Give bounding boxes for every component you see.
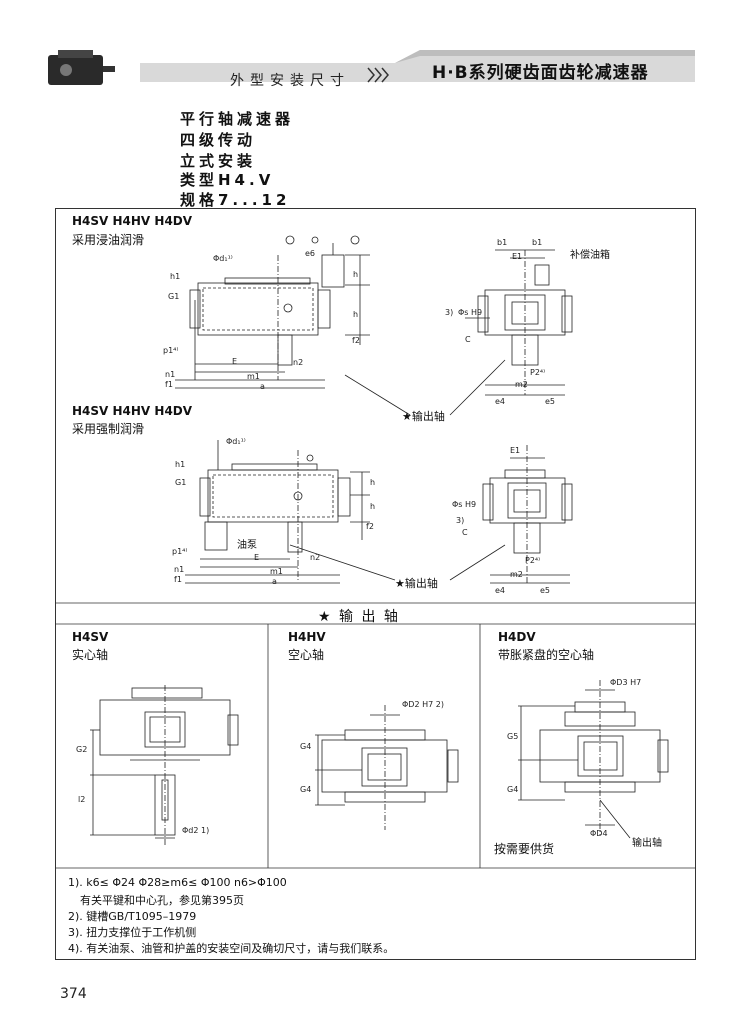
dim-b1-a: b1 — [497, 238, 508, 247]
dim-m2: m2 — [515, 380, 528, 389]
dim-G4-b: G4 — [300, 785, 312, 794]
dim-b1-b: b1 — [532, 238, 543, 247]
upper-title-2: H4SV H4HV H4DV — [72, 404, 193, 418]
dim-f2: f2 — [352, 336, 360, 345]
dim-G1: G1 — [168, 292, 180, 301]
dim-a: a — [260, 382, 265, 391]
note-1: 1). k6≤ Φ24 Φ28≥m6≤ Φ100 n6>Φ100 — [68, 876, 287, 889]
dim-G5: G5 — [507, 732, 519, 741]
dim-h-d: h — [370, 502, 376, 511]
dim-s: Φs H9 — [458, 308, 483, 317]
note-1b: 有关平键和中心孔，参见第395页 — [80, 894, 244, 907]
drawing-frame — [55, 208, 696, 960]
dim-n1: n1 — [165, 370, 176, 379]
dim-d2: Φd2 1) — [182, 826, 210, 835]
upper-lube-1: 采用浸油润滑 — [72, 233, 145, 247]
panel-h4sv-subtitle: 实心轴 — [72, 648, 109, 662]
dim-f1: f1 — [165, 380, 173, 389]
h4hv-drawing — [315, 705, 459, 830]
note-4: 4). 有关油泵、油管和护盖的安装空间及确切尺寸，请与我们联系。 — [68, 942, 395, 955]
dim-E1-2: E1 — [510, 446, 521, 455]
oil-pump-label: 油泵 — [237, 540, 257, 551]
dim-l2: l2 — [78, 795, 86, 804]
dim-s-2: Φs H9 — [452, 500, 477, 509]
output-shaft-header: ★ 输 出 轴 — [318, 609, 400, 625]
upper-lube-2: 采用强制润滑 — [72, 422, 145, 436]
dim-G2: G2 — [76, 745, 88, 754]
dim-m1-2: m1 — [270, 567, 283, 576]
dim-C: C — [465, 335, 471, 344]
intro-line-1: 平行轴减速器 — [180, 110, 295, 128]
dim-h-a: h — [353, 270, 359, 279]
section-title: 外型安装尺寸 — [230, 73, 350, 89]
dim-e5-2: e5 — [540, 586, 551, 595]
page-header — [0, 0, 750, 96]
dim-h-b: h — [353, 310, 359, 319]
dim-mark-3-2: 3) — [456, 516, 465, 525]
header-banner — [48, 50, 695, 85]
dim-E1: E1 — [512, 252, 523, 261]
side-view-dip-lubrication — [465, 249, 573, 396]
dim-h1: h1 — [170, 272, 181, 281]
dim-D2: ΦD2 H7 2) — [402, 700, 444, 709]
dim-e4-2: e4 — [495, 586, 506, 595]
gearbox-logo-icon — [48, 50, 115, 85]
dim-a-2: a — [272, 577, 277, 586]
h4dv-output-shaft-label: 输出轴 — [632, 838, 662, 849]
output-shaft-label-2: ★输出轴 — [395, 577, 438, 590]
dim-D4: ΦD4 — [590, 829, 608, 838]
dim-e6: e6 — [305, 249, 316, 258]
dim-p1-2: p1⁴⁾ — [172, 547, 188, 556]
intro-line-2: 四级传动 — [180, 131, 257, 149]
front-view-forced-lubrication — [185, 440, 370, 584]
dim-f2-2: f2 — [366, 522, 374, 531]
dim-G1-2: G1 — [175, 478, 187, 487]
dim-h1-2: h1 — [175, 460, 186, 469]
page-number: 374 — [60, 986, 87, 1002]
dim-E-2: E — [254, 553, 260, 562]
on-request-label: 按需要供货 — [494, 842, 555, 856]
dim-n2: n2 — [293, 358, 304, 367]
dim-f1-2: f1 — [174, 575, 182, 584]
dim-n2-2: n2 — [310, 553, 321, 562]
front-view-dip-lubrication — [175, 235, 370, 389]
intro-line-3: 立式安装 — [180, 152, 257, 170]
note-2: 2). 键槽GB/T1095–1979 — [68, 910, 197, 923]
dim-D3: ΦD3 H7 — [610, 678, 642, 687]
panel-h4hv-subtitle: 空心轴 — [288, 648, 325, 662]
dim-e5: e5 — [545, 397, 556, 406]
dim-d1: Φd₁¹⁾ — [213, 254, 233, 263]
dim-mark-3: 3) — [445, 308, 454, 317]
note-3: 3). 扭力支撑位于工作机侧 — [68, 926, 197, 939]
dim-G4-a: G4 — [300, 742, 312, 751]
dim-G4-c: G4 — [507, 785, 519, 794]
dim-p1: p1⁴⁾ — [163, 346, 179, 355]
dim-E: E — [232, 357, 238, 366]
upper-title-1: H4SV H4HV H4DV — [72, 214, 193, 228]
dim-d1-2: Φd₁¹⁾ — [226, 437, 246, 446]
panel-h4hv-title: H4HV — [288, 630, 326, 644]
output-shaft-label-1: ★输出轴 — [402, 410, 445, 423]
dim-m2-2: m2 — [510, 570, 523, 579]
compensation-tank-label: 补偿油箱 — [570, 250, 610, 261]
panel-h4dv-title: H4DV — [498, 630, 536, 644]
dim-h-c: h — [370, 478, 376, 487]
dim-n1-2: n1 — [174, 565, 185, 574]
series-title: H·B系列硬齿面齿轮减速器 — [432, 63, 649, 83]
panel-h4dv-subtitle: 带胀紧盘的空心轴 — [498, 648, 595, 662]
h4dv-drawing — [518, 680, 669, 839]
dim-P2-2: P2⁴⁾ — [525, 556, 541, 565]
intro-line-4: 类型H4.V — [180, 171, 275, 189]
side-view-forced-lubrication — [482, 445, 573, 585]
intro-line-5: 规格7...12 — [180, 191, 291, 209]
dim-m1: m1 — [247, 372, 260, 381]
chevron-arrows-icon — [367, 67, 389, 83]
panel-h4sv-title: H4SV — [72, 630, 109, 644]
dim-e4: e4 — [495, 397, 506, 406]
h4sv-drawing — [90, 685, 239, 845]
dim-C-2: C — [462, 528, 468, 537]
dim-P2: P2⁴⁾ — [530, 368, 546, 377]
